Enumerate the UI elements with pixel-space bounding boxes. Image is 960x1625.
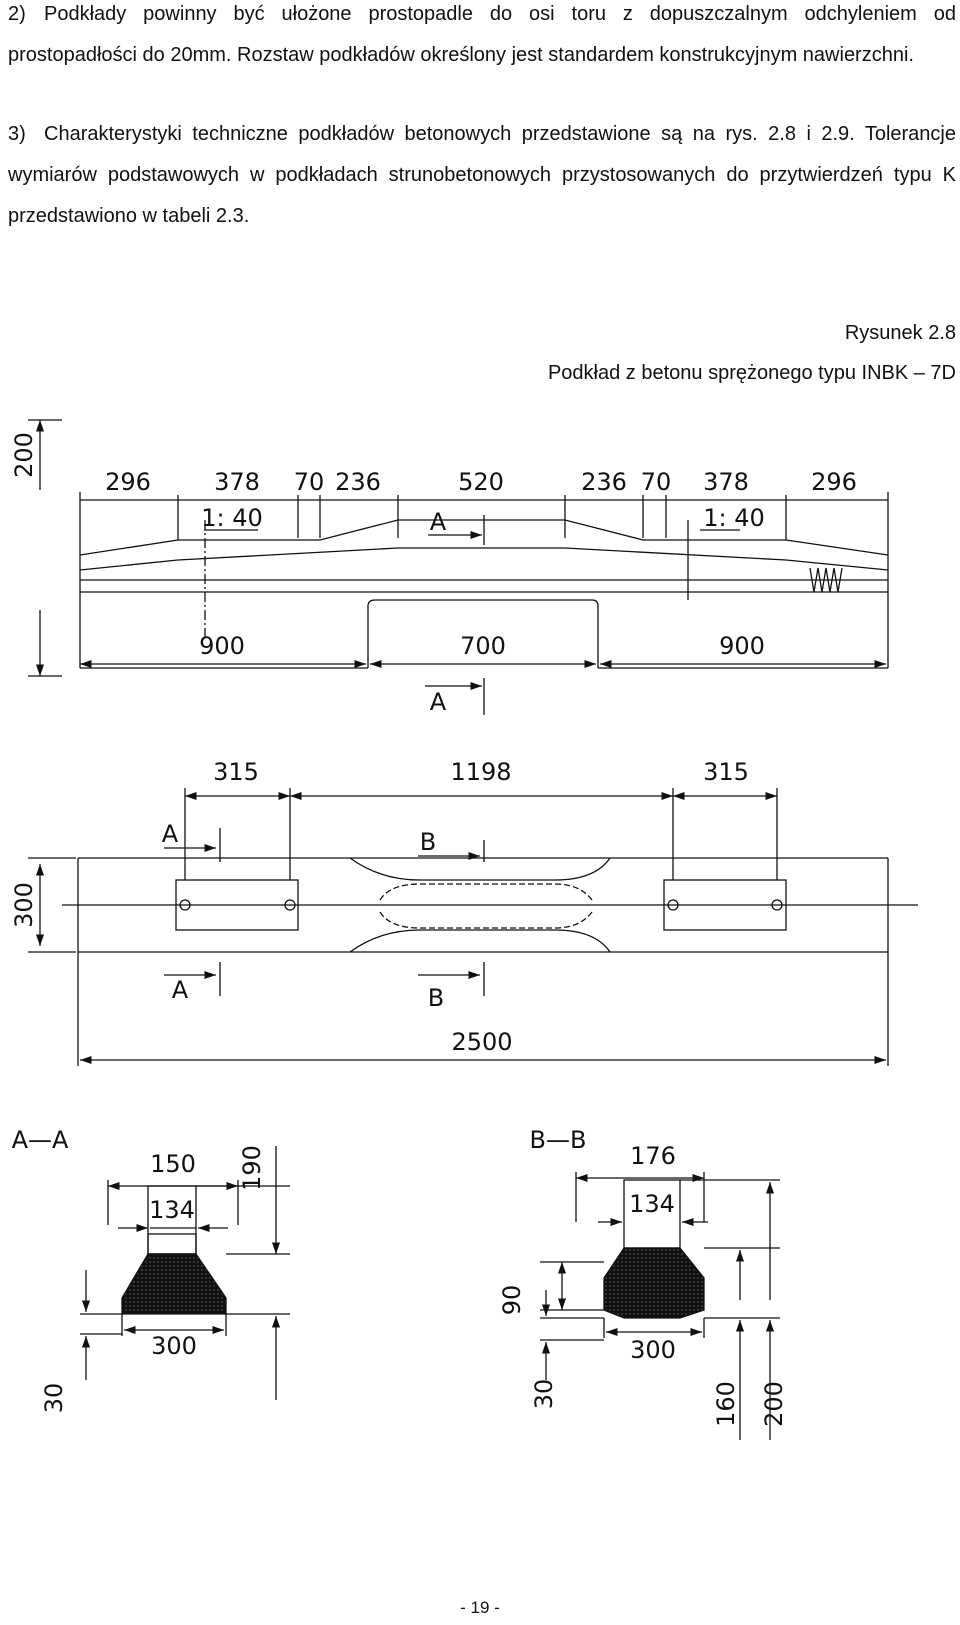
figure-title: Podkład z betonu sprężonego typu INBK – … (547, 362, 956, 384)
side-dim-label: 378 (214, 468, 260, 496)
section-bb-dim: 134 (629, 1190, 675, 1218)
plan-dim-label: 315 (703, 758, 749, 786)
section-mark-a: A (430, 688, 447, 716)
side-bottom-dim: 900 (719, 632, 765, 660)
paragraph-number: 2) (8, 3, 26, 25)
section-aa-dim: 150 (150, 1150, 196, 1178)
section-mark-a: A (162, 820, 179, 848)
section-aa (80, 1146, 290, 1400)
side-dim-label: 296 (105, 468, 151, 496)
side-dim-label: 70 (641, 468, 672, 496)
section-bb-dim: 300 (630, 1336, 676, 1364)
section-bb-title: B—B (530, 1126, 587, 1154)
plan-view (28, 788, 918, 1066)
side-dim-label: 70 (294, 468, 325, 496)
section-bb (540, 1172, 780, 1440)
paragraph-2: 2)Podkłady powinny być ułożone prostopad… (8, 0, 956, 76)
plan-dim-label: 315 (213, 758, 259, 786)
section-aa-title: A—A (12, 1126, 69, 1154)
side-bottom-dim: 700 (460, 632, 506, 660)
paragraph-number: 3) (8, 123, 26, 145)
figure-number: Rysunek 2.8 (844, 322, 956, 344)
section-mark-b: B (420, 828, 436, 856)
plan-length-label: 2500 (451, 1028, 512, 1056)
plan-dim-label: 1198 (450, 758, 511, 786)
slope-label-right: 1: 40 (703, 504, 765, 532)
section-aa-dim: 300 (151, 1332, 197, 1360)
side-bottom-dim: 900 (199, 632, 245, 660)
section-mark-a: A (172, 976, 189, 1004)
section-bb-dim: 30 (530, 1379, 558, 1410)
section-aa-dim: 30 (40, 1383, 68, 1414)
side-view (28, 419, 889, 715)
paragraph-text: Charakterystyki techniczne podkładów bet… (8, 123, 956, 227)
slope-label-left: 1: 40 (201, 504, 263, 532)
paragraph-text: Podkłady powinny być ułożone prostopadle… (8, 3, 956, 66)
plan-width-label: 300 (10, 882, 38, 928)
section-mark-a: A (430, 508, 447, 536)
section-aa-dim: 134 (149, 1196, 195, 1224)
side-dim-label: 236 (335, 468, 381, 496)
section-bb-dim: 200 (760, 1381, 788, 1427)
section-bb-dim: 176 (630, 1142, 676, 1170)
section-mark-b: B (428, 984, 444, 1012)
paragraph-3: 3)Charakterystyki techniczne podkładów b… (8, 114, 956, 237)
page-number: - 19 - (460, 1598, 500, 1617)
side-dim-label: 296 (811, 468, 857, 496)
section-bb-dim: 90 (498, 1285, 526, 1316)
side-dim-label: 520 (458, 468, 504, 496)
side-dim-label: 378 (703, 468, 749, 496)
side-height-label: 200 (10, 432, 38, 478)
side-dim-label: 236 (581, 468, 627, 496)
section-bb-dim: 160 (712, 1381, 740, 1427)
section-aa-dim: 190 (238, 1145, 266, 1191)
